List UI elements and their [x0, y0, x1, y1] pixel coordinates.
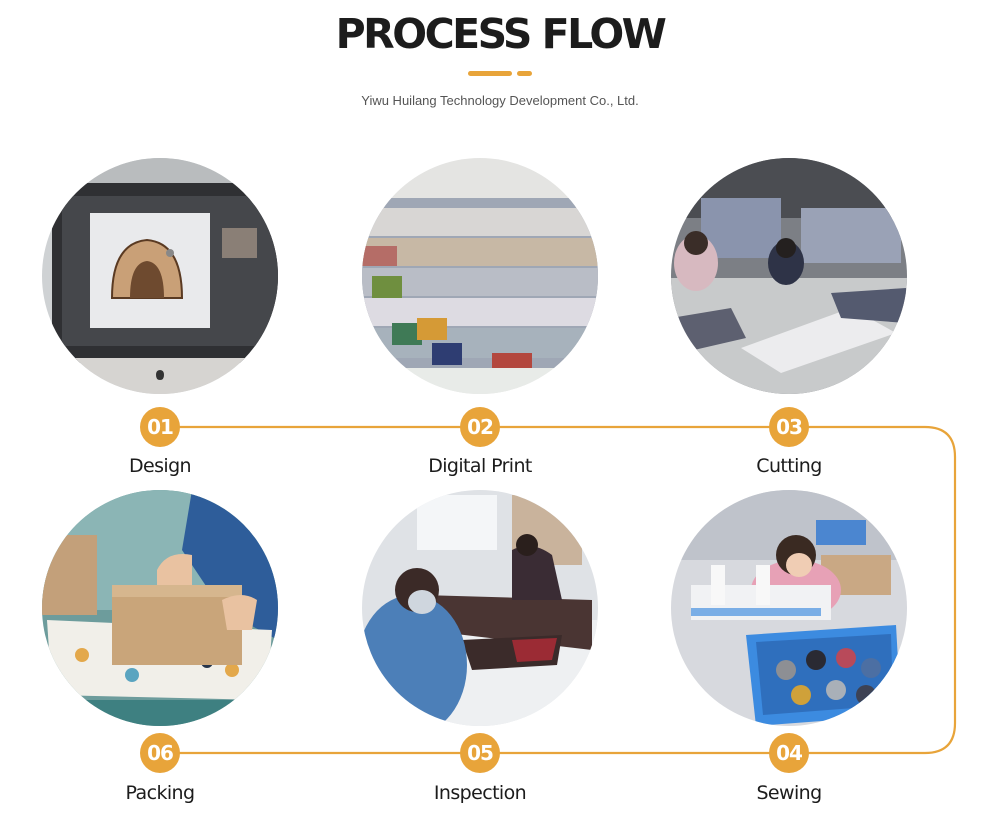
- step-03-number-badge: 03: [769, 407, 809, 447]
- step-05-label: Inspection: [433, 782, 527, 804]
- company-subtitle: Yiwu Huilang Technology Development Co.,…: [361, 93, 639, 108]
- step-05-photo: [362, 490, 598, 726]
- step-01-number-badge: 01: [140, 407, 180, 447]
- step-06-number-badge: 06: [140, 733, 180, 773]
- page-title: PROCESS FLOW: [335, 10, 667, 58]
- step-01-label: Design: [128, 455, 192, 477]
- step-05-number-badge: 05: [460, 733, 500, 773]
- step-04-number-badge: 04: [769, 733, 809, 773]
- step-03-label: Cutting: [756, 455, 822, 477]
- step-01-photo: [42, 158, 278, 394]
- step-02-label: Digital Print: [428, 455, 532, 477]
- step-04-label: Sewing: [756, 782, 822, 804]
- step-06-photo: [42, 490, 278, 726]
- step-03-photo: [671, 158, 907, 394]
- step-02-number-badge: 02: [460, 407, 500, 447]
- step-02-photo: [362, 158, 598, 394]
- title-underline-long: [468, 71, 512, 76]
- title-underline-short: [517, 71, 532, 76]
- step-04-photo: [671, 490, 907, 726]
- step-06-label: Packing: [125, 782, 195, 804]
